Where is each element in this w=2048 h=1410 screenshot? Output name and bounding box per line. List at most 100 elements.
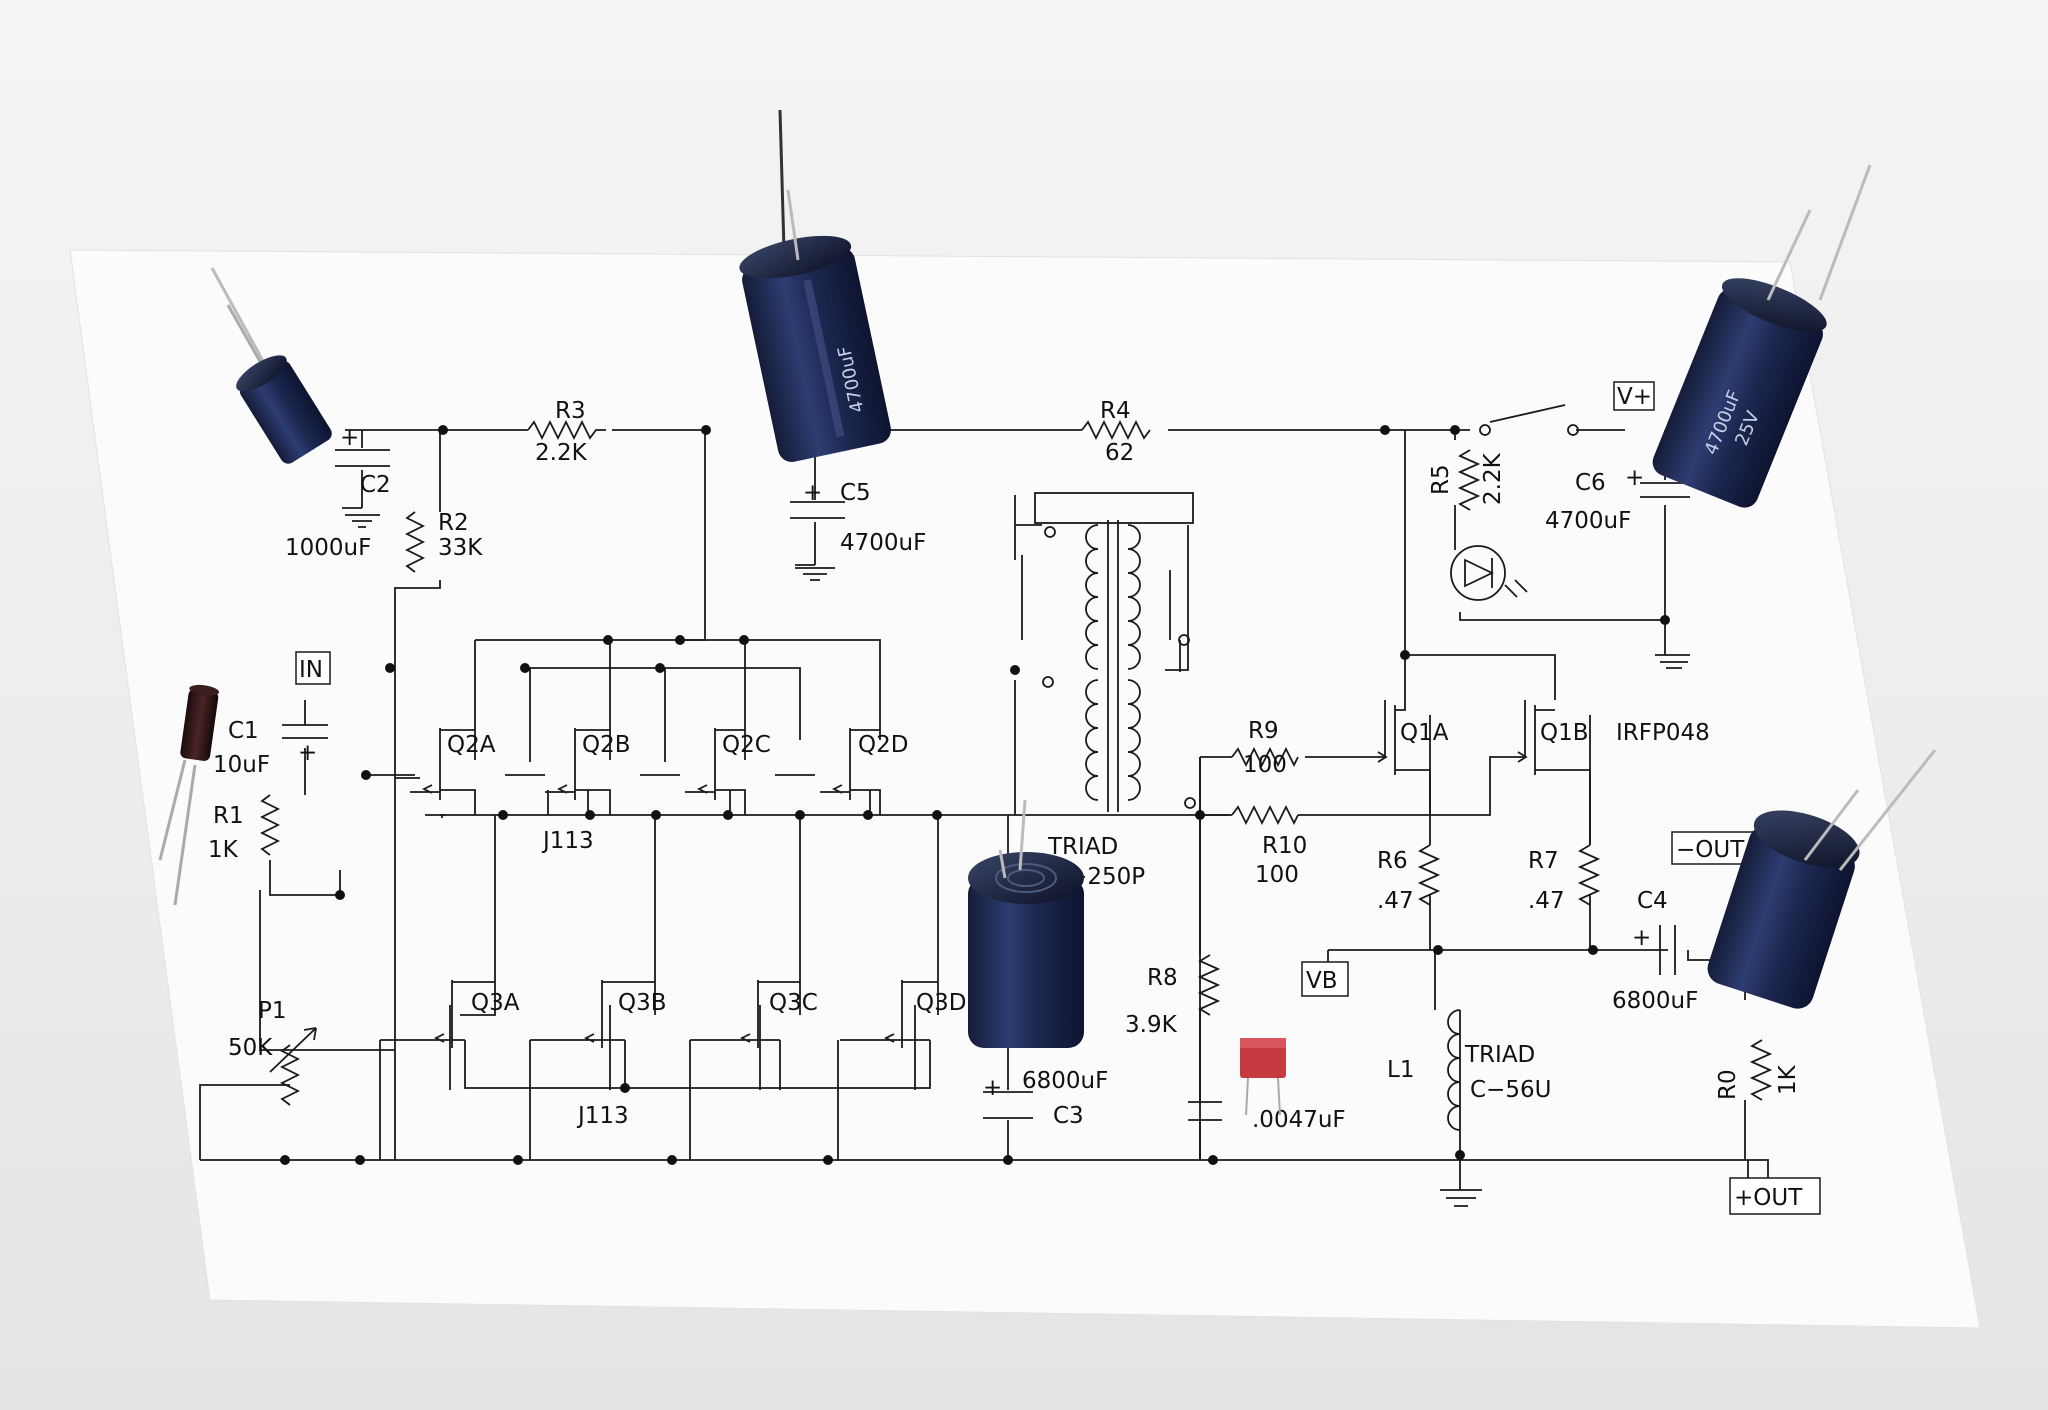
plus-out-label-box [1729,1177,1821,1215]
r8-value: 3.9K [1125,1012,1178,1038]
c2-label: C2 [360,472,391,498]
r4-symbol [1081,419,1151,441]
c1-symbol: + [282,724,328,766]
svg-text:+: + [1632,925,1651,951]
q1b-label: Q1B [1540,720,1589,746]
physical-cap-c4 [1707,749,1937,1009]
c2-symbol: + [335,425,390,528]
r7-label: R7 [1528,848,1559,874]
r5-label: R5 [1428,464,1454,495]
r7-value: .47 [1528,888,1565,914]
l1-inductor-symbol [1447,1009,1461,1131]
r4-label: R4 [1100,398,1131,424]
physical-cap-c6: 4700uF 25V [1652,164,1872,508]
r0-symbol [1749,1039,1773,1101]
r2-value: 33K [438,535,483,561]
l1-label: L1 [1387,1057,1414,1083]
r10-symbol [1231,804,1299,826]
c5-value: 4700uF [840,530,926,556]
q3c-label: Q3C [769,990,818,1016]
q3-jfet-row [420,980,938,1048]
c1-label: C1 [228,718,259,744]
power-switch-symbol [1479,424,1579,436]
r6-value: .47 [1377,888,1414,914]
transformer-ty-250p [1015,492,1196,812]
physical-cap-c1 [158,684,220,906]
r1-label: R1 [213,803,244,829]
physical-cap-c5: 4700uF [739,109,891,462]
c3-label: C3 [1053,1103,1084,1129]
vplus-label-box [1613,381,1655,411]
c6-value: 4700uF [1545,508,1631,534]
r3-value: 2.2K [535,440,588,466]
svg-text:+: + [983,1075,1002,1101]
r8-symbol [1197,954,1221,1016]
c4-value: 6800uF [1612,988,1698,1014]
r5-value: 2.2K [1480,452,1506,505]
p1-label: P1 [258,998,287,1024]
c5-symbol: + [790,480,845,581]
r9-label: R9 [1248,718,1279,744]
q1-part-label: IRFP048 [1616,720,1710,746]
r0-value: 1K [1775,1064,1801,1095]
r1-value: 1K [208,837,239,863]
c3-value: 6800uF [1022,1068,1108,1094]
physical-cap-c3 [968,799,1084,1048]
led-symbol [1450,545,1528,601]
r7-symbol [1577,844,1601,906]
r4-value: 62 [1105,440,1134,466]
q3d-label: Q3D [916,990,966,1016]
c5-label: C5 [840,480,871,506]
l1-name: TRIAD [1464,1042,1535,1068]
svg-text:+: + [298,740,317,766]
r6-label: R6 [1377,848,1408,874]
physical-film-cap [1240,1038,1286,1116]
r5-symbol [1457,449,1481,511]
l1-part: C−56U [1470,1077,1551,1103]
r2-label: R2 [438,510,469,536]
in-label-box [295,651,331,685]
c3-symbol: + [983,1075,1033,1119]
r9-value: 100 [1243,752,1287,778]
minus-out-label: −OUT [1676,837,1745,863]
r1-symbol [259,794,281,856]
j113-top-label: J113 [541,828,594,854]
junction-dots [280,425,1670,1165]
physical-cap-c2 [210,267,332,464]
film-cap-symbol [1188,1101,1222,1121]
q2d-label: Q2D [858,732,908,758]
in-label: IN [299,657,323,683]
film-cap-value: .0047uF [1252,1107,1346,1133]
q2a-label: Q2A [447,732,496,758]
ground-symbol [1440,1155,1482,1207]
q1a-label: Q1A [1400,720,1449,746]
r8-label: R8 [1147,965,1178,991]
r2-symbol [404,511,426,573]
r10-value: 100 [1255,862,1299,888]
j113-bottom-label: J113 [576,1103,629,1129]
plus-out-label: +OUT [1734,1185,1803,1211]
c2-value: 1000uF [285,535,371,561]
paper-sheet [69,249,1981,1329]
vplus-label: V+ [1617,384,1652,410]
c4-symbol: + [1632,925,1676,975]
q2c-label: Q2C [722,732,771,758]
r10-label: R10 [1262,833,1307,859]
svg-text:+: + [340,425,359,451]
svg-text:+: + [803,480,822,506]
c1-value: 10uF [213,752,270,778]
c4-label: C4 [1637,888,1668,914]
transformer-name: TRIAD [1047,834,1118,860]
vb-label-box [1301,961,1349,997]
r3-symbol [527,419,606,441]
q2b-label: Q2B [582,732,631,758]
r3-label: R3 [555,398,586,424]
q3a-label: Q3A [471,990,520,1016]
r0-label: R0 [1715,1069,1741,1100]
c6-label: C6 [1575,470,1606,496]
p1-potentiometer-symbol [269,1027,317,1106]
r6-symbol [1417,844,1441,906]
r9-symbol [1231,746,1299,768]
p1-value: 50K [228,1035,273,1061]
